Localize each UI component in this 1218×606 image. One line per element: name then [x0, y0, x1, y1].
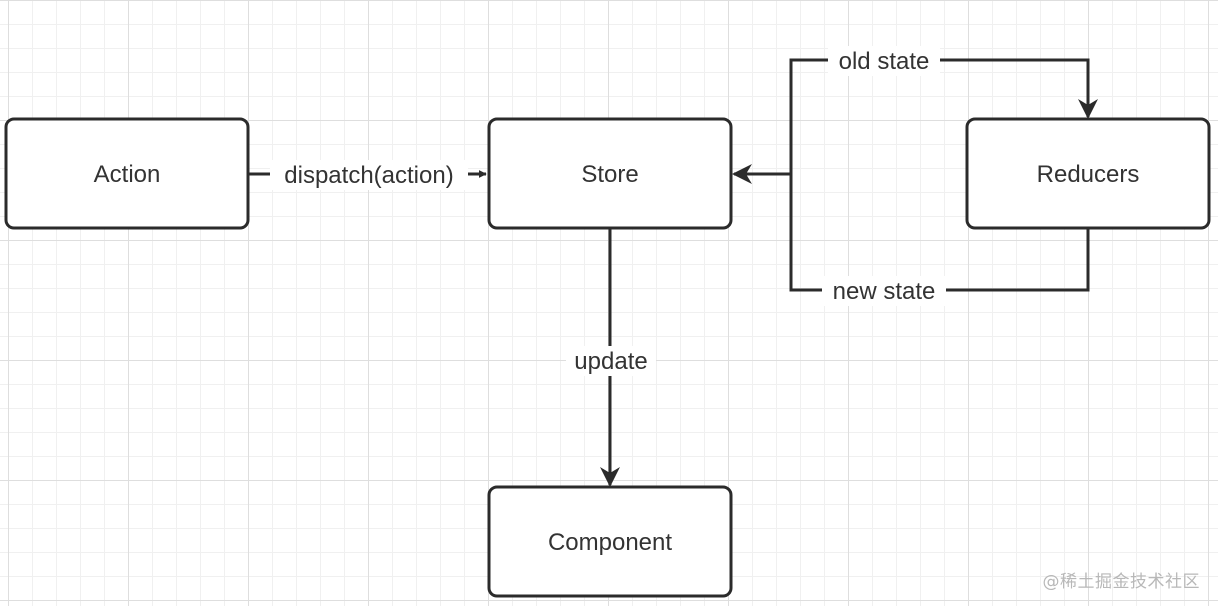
edge-new-state [732, 164, 1090, 292]
node-component-label: Component [548, 529, 672, 556]
node-component[interactable]: Component [487, 485, 733, 598]
edge-label-new-state-group: new state [822, 276, 946, 306]
edge-label-old-state-group: old state [828, 46, 940, 76]
node-action-label: Action [94, 161, 161, 188]
node-reducers-label: Reducers [1037, 161, 1140, 188]
edge-label-dispatch: dispatch(action) [284, 162, 453, 189]
edge-label-update: update [574, 348, 647, 375]
edge-label-update-group: update [566, 346, 656, 376]
watermark: @稀土掘金技术社区 [1042, 572, 1200, 592]
node-store-label: Store [581, 161, 638, 188]
edge-label-dispatch-group: dispatch(action) [270, 160, 468, 190]
node-reducers[interactable]: Reducers [965, 117, 1211, 230]
edge-label-old-state: old state [839, 48, 930, 75]
node-action[interactable]: Action [4, 117, 250, 230]
node-store[interactable]: Store [487, 117, 733, 230]
edge-label-new-state: new state [833, 278, 936, 305]
